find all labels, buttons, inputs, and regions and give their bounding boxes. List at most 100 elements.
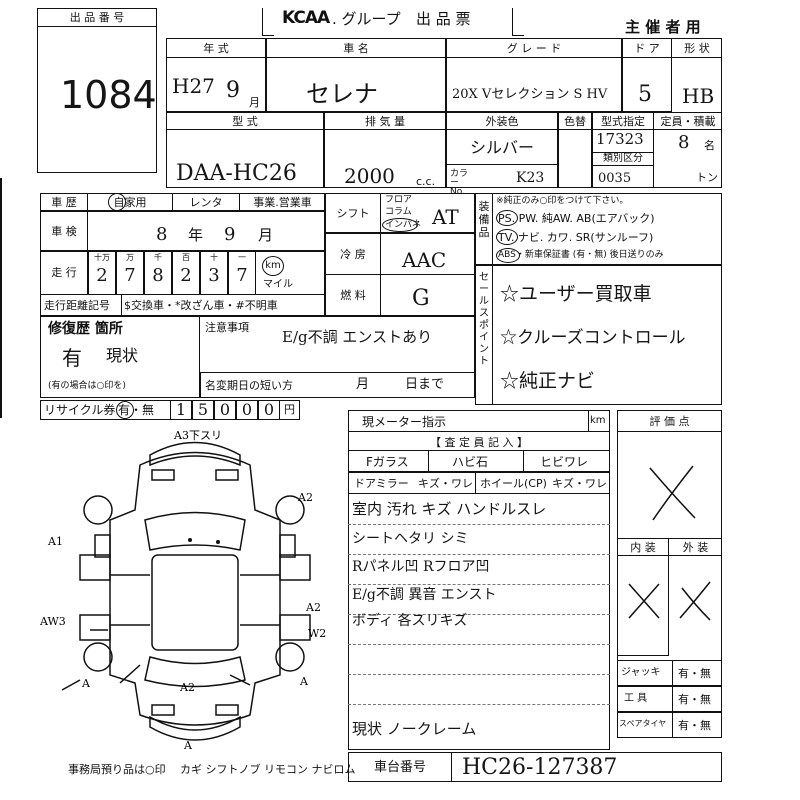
recycle-cell	[236, 400, 258, 420]
organizer-label: 主 催 者 用	[625, 18, 701, 36]
damage-mark: A2	[179, 681, 195, 694]
history-opt2	[172, 193, 240, 211]
inspection-note: 室内 汚れ キズ ハンドルスレ	[352, 500, 547, 518]
inspection-month: 9	[224, 224, 236, 245]
name-change-row	[200, 372, 475, 398]
f-glass-label: Fガラス	[366, 455, 409, 469]
jack-label: ジャッキ	[621, 667, 661, 678]
history-label-col	[40, 193, 88, 295]
damage-mark: W2	[308, 627, 326, 640]
equip-circle-ps	[496, 210, 518, 226]
form-title: 出 品 票	[416, 10, 471, 28]
tools-options: 有・無	[678, 693, 711, 706]
history-label: 車 歴	[51, 196, 77, 209]
lot-number-label: 出 品 番 号	[69, 11, 125, 24]
model-code: DAA-HC26	[176, 161, 297, 186]
displacement-value: 2000	[344, 164, 395, 188]
lot-number: 1084	[60, 73, 157, 117]
model-month: 9	[226, 78, 240, 103]
car-name-label: 車 名	[343, 42, 369, 55]
damage-mark: A1	[47, 535, 63, 548]
recycle-cell	[170, 400, 192, 420]
mileage-place-label: 千	[154, 253, 162, 262]
chassis-number: HC26-127387	[462, 755, 618, 780]
mileage-digit: 8	[152, 265, 164, 286]
note-line	[348, 554, 610, 555]
km-label: km	[265, 260, 281, 271]
damage-mark: A3下スリ	[173, 429, 222, 442]
shape-label: 形 状	[684, 42, 710, 55]
grade-value: 20X Vセレクション S HV	[452, 87, 608, 102]
history-private-circle	[108, 193, 126, 211]
ac-label: 冷 房	[340, 248, 366, 261]
inspection-footer-note: 現状 ノークレーム	[352, 720, 477, 738]
damage-mark: A	[81, 677, 91, 690]
equipment-note: ※純正のみ○印をつけて下さい。	[496, 196, 629, 206]
fuel-label: 燃 料	[340, 289, 366, 302]
fuel-value: G	[412, 286, 430, 311]
mileage-digit: 2	[180, 265, 192, 286]
note-line	[348, 584, 610, 585]
inspection-month-unit: 月	[258, 226, 274, 244]
equipment-line2: TV. ナビ. カワ. SR(サンルーフ)	[498, 231, 654, 244]
equipment-label-col	[475, 193, 493, 265]
category-row	[592, 152, 654, 166]
wheel-front-left	[83, 495, 113, 525]
chassis-label: 車台番号	[373, 760, 426, 775]
capacity-unit: 名	[704, 139, 715, 152]
recycle-label: リサイクル券	[44, 403, 116, 417]
history-business: 事業.営業車	[253, 196, 312, 209]
sales-points-label: セ ー ル ス ポ イ ン ト	[479, 272, 489, 367]
lot-number-header	[37, 8, 157, 27]
inspection-note: シートヘタリ シミ	[352, 531, 469, 547]
color-no-label: カラー No.	[450, 169, 469, 197]
brand-logo: KCAA	[282, 8, 330, 28]
shift-floor: フロア	[385, 195, 413, 205]
name-change-month: 月	[356, 377, 370, 392]
inspection-label: 車 検	[51, 225, 77, 238]
sales-label-col	[475, 265, 493, 405]
mileage-digit: 7	[236, 265, 248, 286]
equip-circle-tv	[496, 229, 518, 245]
mileage-digit: 3	[208, 265, 220, 286]
mileage-place-label: 一	[238, 253, 246, 262]
recycle-digit: 0	[241, 400, 253, 419]
interior-cell	[617, 538, 669, 656]
chip-label: ハビ石	[452, 455, 489, 469]
exterior-color: シルバー	[470, 138, 535, 157]
mileage-label: 走 行	[51, 266, 77, 279]
model-spec: 17323	[596, 130, 644, 148]
wheel-rear-right	[275, 642, 305, 672]
scan-edge-mark	[0, 178, 2, 418]
repair-note: (有の場合は○印を)	[48, 381, 126, 391]
recycle-circle	[116, 401, 134, 419]
year-col	[166, 38, 266, 112]
meter-unit-cell	[588, 410, 610, 432]
exterior-color-label: 外装色	[485, 115, 519, 128]
shift-label: シフト	[336, 207, 370, 220]
door-label: ド ア	[634, 42, 660, 55]
equipment-line3: ABS・新車保証書 (有・無) 後日送りのみ	[498, 250, 664, 260]
crack-label: ヒビワレ	[540, 455, 589, 469]
capacity-label: 定員・積載	[660, 115, 716, 128]
glass-col	[428, 450, 524, 472]
meter-divider	[121, 295, 122, 316]
grade-label: グ レ ー ド	[506, 42, 562, 55]
color-change-label: 色替	[564, 115, 586, 128]
score-label: 評 価 点	[649, 415, 690, 428]
sales-point-2: ☆クルーズコントロール	[500, 328, 686, 348]
displacement-label: 排 気 量	[365, 115, 405, 128]
spare-options: 有・無	[678, 719, 711, 732]
body-shape: HB	[682, 84, 715, 108]
exterior-cross	[679, 581, 711, 621]
note-line	[348, 674, 610, 675]
wheel-front-right	[275, 495, 305, 525]
shift-instpanel-circle	[382, 218, 418, 232]
wheel-rear-left	[83, 642, 113, 672]
month-unit: 月	[249, 96, 260, 109]
model-year: H27	[172, 74, 215, 98]
brand-suffix: . グループ	[332, 10, 401, 28]
inspector-label: 【 査 定 員 記 入 】	[430, 436, 528, 449]
score-cross	[649, 465, 696, 521]
note-line	[348, 614, 610, 615]
